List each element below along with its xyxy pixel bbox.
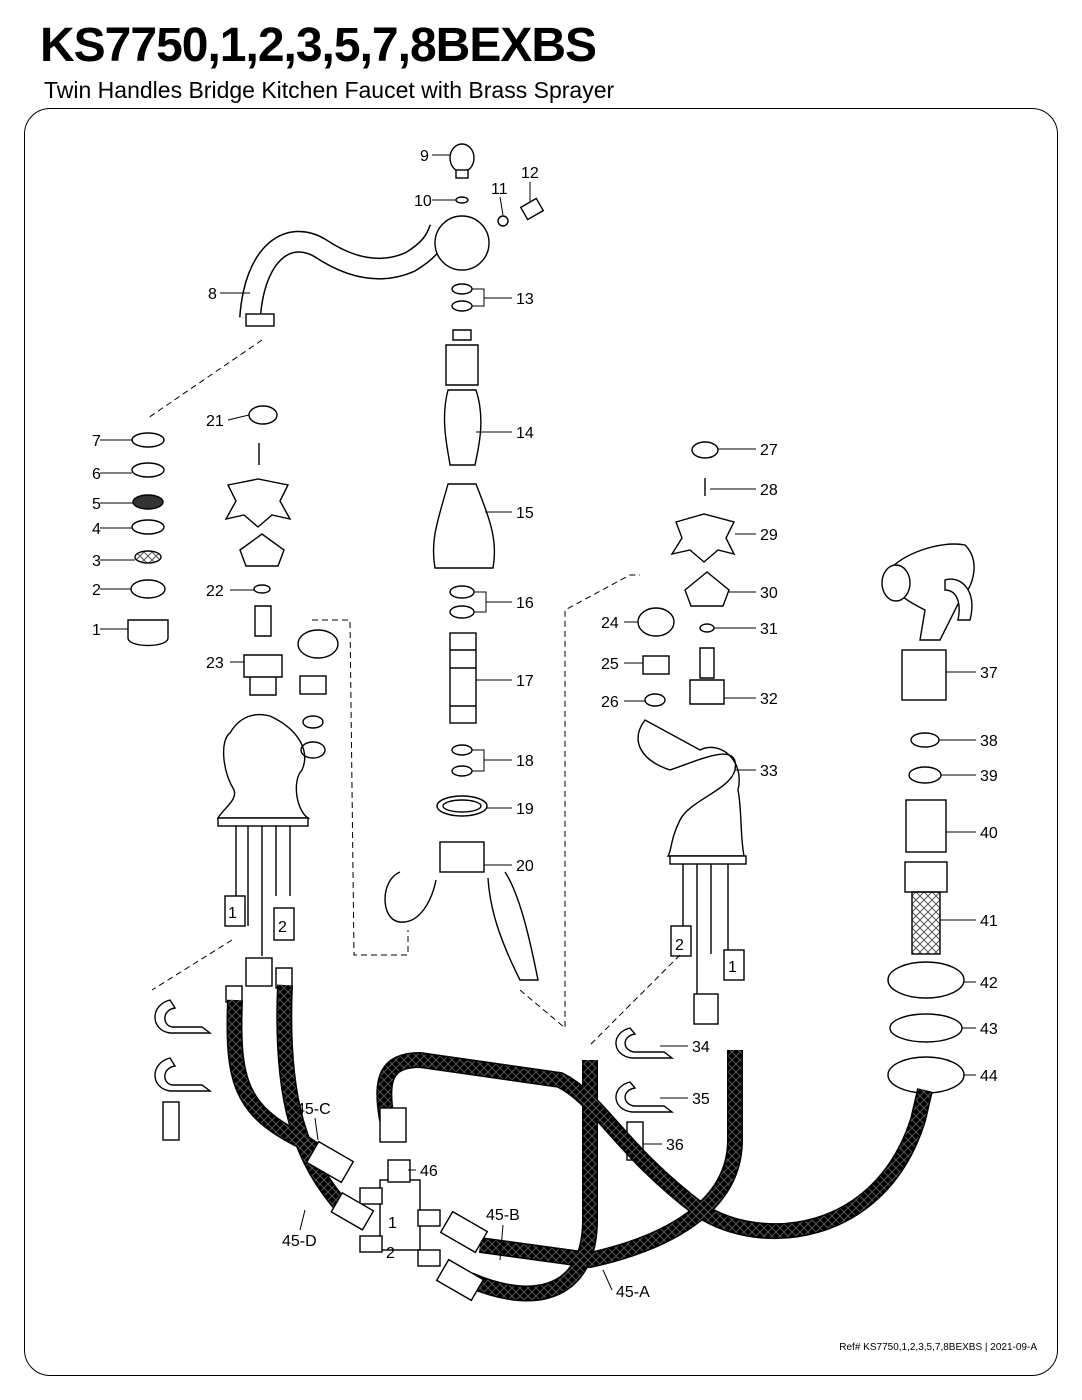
part-label-10: 10 <box>414 193 432 210</box>
part-label-34: 34 <box>692 1039 710 1056</box>
part-label-1: 1 <box>92 622 101 639</box>
part-label-4: 4 <box>92 521 101 538</box>
part-label-20: 20 <box>516 858 534 875</box>
braided-hoses <box>226 984 933 1302</box>
part-label-36: 36 <box>666 1137 684 1154</box>
part-label-37: 37 <box>980 665 998 682</box>
reference-note: Ref# KS7750,1,2,3,5,7,8BEXBS | 2021-09-A <box>839 1342 1037 1353</box>
part-label-32: 32 <box>760 691 778 708</box>
part-label-26: 26 <box>601 694 619 711</box>
part-label-45-a: 45-A <box>616 1284 650 1301</box>
leader-lines <box>100 154 976 1291</box>
part-label-33: 33 <box>760 763 778 780</box>
part-label-3: 3 <box>92 553 101 570</box>
part-label-45-d: 45-D <box>282 1233 317 1250</box>
part-label-45-b: 45-B <box>486 1207 520 1224</box>
hose-tags: 1 2 2 1 1 2 <box>228 905 737 1262</box>
part-label-22: 22 <box>206 583 224 600</box>
part-label-9: 9 <box>420 148 429 165</box>
part-label-40: 40 <box>980 825 998 842</box>
part-labels: 1 2 3 4 5 6 7 8 9 10 11 12 13 14 15 16 1… <box>92 148 998 1301</box>
finial-drawing <box>449 143 475 173</box>
part-label-13: 13 <box>516 291 534 308</box>
part-label-31: 31 <box>760 621 778 638</box>
part-label-44: 44 <box>980 1068 998 1085</box>
part-label-42: 42 <box>980 975 998 992</box>
part-label-17: 17 <box>516 673 534 690</box>
part-label-28: 28 <box>760 482 778 499</box>
part-label-7: 7 <box>92 433 101 450</box>
part-label-24: 24 <box>601 615 619 632</box>
part-label-38: 38 <box>980 733 998 750</box>
part-label-45-c: 45-C <box>296 1101 331 1118</box>
part-label-11: 11 <box>491 181 508 198</box>
hose-tag-left-1: 1 <box>228 905 237 922</box>
hose-tag-right-2: 2 <box>675 937 684 954</box>
part-label-25: 25 <box>601 656 619 673</box>
page-subtitle: Twin Handles Bridge Kitchen Faucet with … <box>44 77 615 103</box>
part-label-5: 5 <box>92 496 101 513</box>
parts-drawing <box>127 143 975 1302</box>
part-label-30: 30 <box>760 585 778 602</box>
part-label-18: 18 <box>516 753 534 770</box>
part-label-21: 21 <box>206 413 224 430</box>
tee-tag-1: 1 <box>388 1215 397 1232</box>
part-label-19: 19 <box>516 801 534 818</box>
part-label-14: 14 <box>516 425 534 442</box>
tee-tag-2: 2 <box>386 1245 395 1262</box>
part-label-35: 35 <box>692 1091 710 1108</box>
part-label-41: 41 <box>980 913 998 930</box>
part-label-23: 23 <box>206 655 224 672</box>
part-label-29: 29 <box>760 527 778 544</box>
part-label-2: 2 <box>92 582 101 599</box>
part-label-12: 12 <box>521 165 539 182</box>
part-label-16: 16 <box>516 595 534 612</box>
part-label-46: 46 <box>420 1163 438 1180</box>
part-label-27: 27 <box>760 442 778 459</box>
hose-tag-right-1: 1 <box>728 959 737 976</box>
part-label-15: 15 <box>516 505 534 522</box>
part-label-39: 39 <box>980 768 998 785</box>
part-label-8: 8 <box>208 286 217 303</box>
dashed-guides <box>147 339 681 1046</box>
diagram-frame <box>24 108 1058 1376</box>
part-label-43: 43 <box>980 1021 998 1038</box>
page-title: KS7750,1,2,3,5,7,8BEXBS <box>40 19 597 72</box>
part-label-6: 6 <box>92 466 101 483</box>
hose-tag-left-2: 2 <box>278 919 287 936</box>
